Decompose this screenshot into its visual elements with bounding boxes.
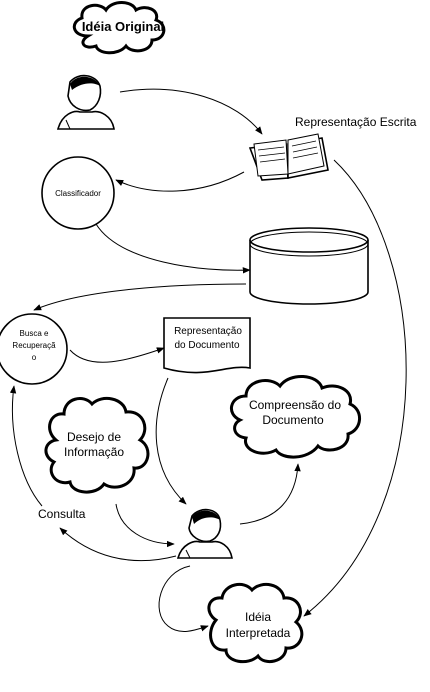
cloud-icon [230, 375, 361, 459]
representacao-documento-node: Representação do Documento [163, 317, 251, 374]
ideia-interpretada-node: Idéia Interpretada [207, 582, 304, 664]
ideia-original-node: Idéia Original [72, 1, 166, 55]
edge-busca-to-document [69, 347, 165, 363]
edge-classificador-to-database [95, 223, 251, 274]
busca-recuperacao-node: Busca e Recuperaçã o [0, 313, 68, 385]
repr-doc-label-line2: do Documento [174, 340, 239, 351]
repr-doc-label-line1: Representação [174, 326, 242, 337]
compreensao-label-line1: Compreensão do [249, 398, 341, 412]
edge-author-to-book [119, 88, 263, 135]
representacao-escrita-label: Representação Escrita [295, 115, 417, 129]
person-icon [56, 74, 115, 130]
edge-desejo-to-reader [115, 503, 175, 548]
open-book-icon [248, 133, 329, 181]
classificador-label: Classificador [55, 189, 101, 198]
interpretada-label-line2: Interpretada [226, 626, 291, 640]
classificador-node: Classificador [41, 156, 115, 230]
busca-label-line2: Recuperaçã [12, 341, 56, 350]
consulta-label: Consulta [38, 507, 86, 521]
edge-database-to-busca [33, 283, 247, 311]
edge-consulta-to-busca [9, 385, 43, 507]
desejo-label-line2: Informação [64, 445, 124, 459]
desejo-informacao-node: Desejo de Informação [44, 396, 150, 494]
cloud-icon [44, 396, 150, 494]
edge-document-to-reader [155, 377, 187, 505]
person-icon [176, 508, 233, 559]
busca-label-line3: o [32, 353, 37, 362]
document-icon [163, 317, 251, 374]
compreensao-label-line2: Documento [262, 413, 324, 427]
edge-book-to-interpretada [303, 159, 407, 617]
busca-label-line1: Busca e [20, 329, 49, 338]
interpretada-label-line1: Idéia [245, 610, 271, 624]
cloud-icon [72, 1, 166, 55]
edge-book-to-classificador [115, 171, 245, 192]
cloud-icon [207, 582, 304, 664]
desejo-label-line1: Desejo de [67, 430, 121, 444]
database-icon [249, 227, 369, 305]
edge-reader-to-interpretada [158, 565, 209, 632]
edge-reader-to-compreensao [239, 463, 301, 525]
compreensao-documento-node: Compreensão do Documento [230, 375, 361, 459]
ideia-original-label: Idéia Original [82, 19, 164, 34]
edge-reader-to-consulta [59, 527, 177, 562]
